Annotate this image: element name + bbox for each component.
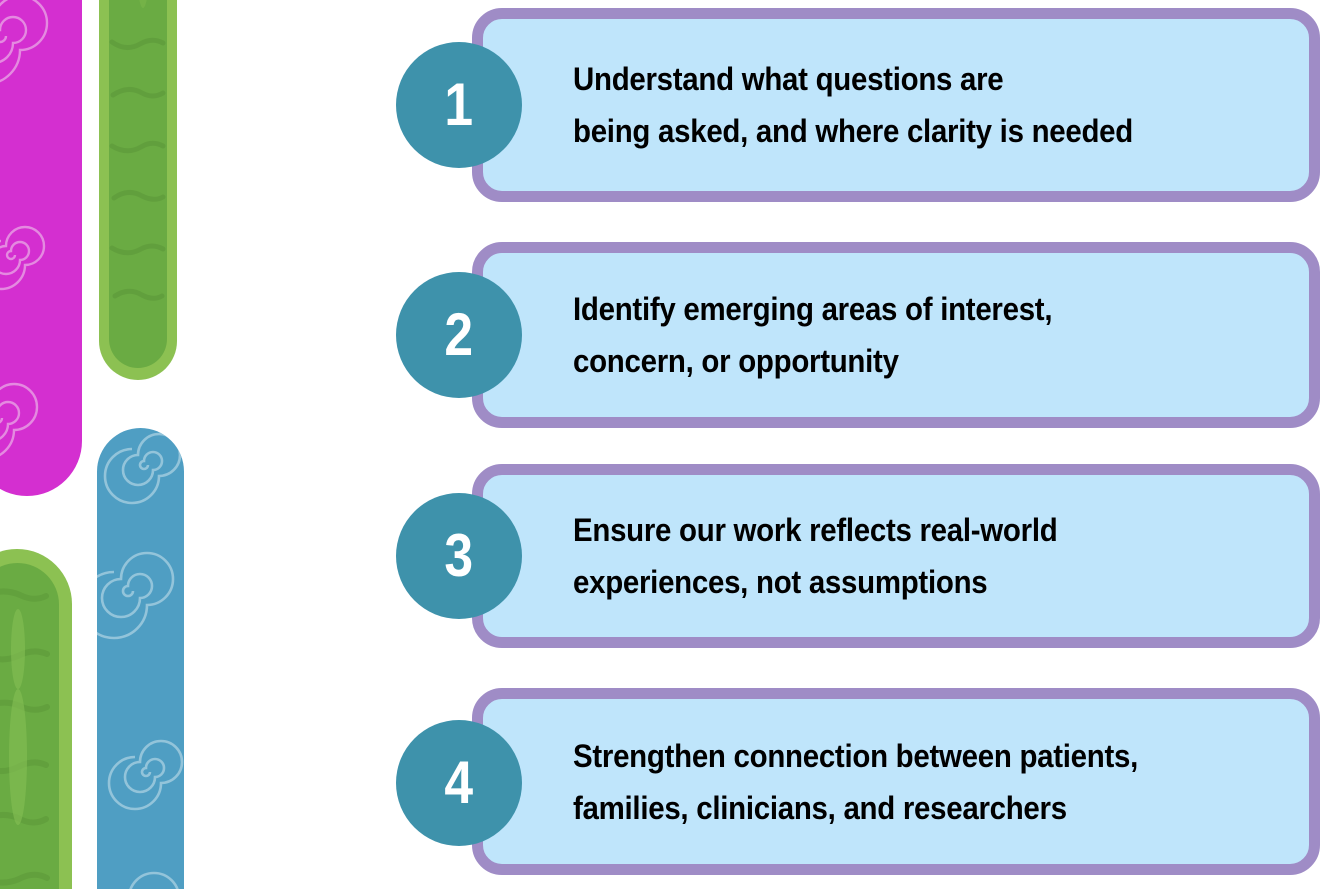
- list-item-number: 3: [444, 522, 474, 589]
- list-item-number: 4: [444, 749, 474, 816]
- list-item-text: Identify emerging areas of interest, con…: [573, 291, 1053, 379]
- list-item-box[interactable]: Ensure our work reflects real-world expe…: [472, 464, 1320, 648]
- list-item-box[interactable]: Identify emerging areas of interest, con…: [472, 242, 1320, 428]
- list-item-text: Understand what questions are being aske…: [573, 61, 1133, 149]
- list-item-number-badge: 3: [396, 493, 522, 619]
- list-item-number-badge: 1: [396, 42, 522, 168]
- list-item-text: Strengthen connection between patients, …: [573, 737, 1139, 826]
- list-item-text: Ensure our work reflects real-world expe…: [573, 512, 1058, 600]
- list-item-number: 1: [444, 71, 474, 138]
- list-item-box[interactable]: Understand what questions are being aske…: [472, 8, 1320, 202]
- list-item-box[interactable]: Strengthen connection between patients, …: [472, 688, 1320, 875]
- list-item-number-badge: 4: [396, 720, 522, 846]
- list-item-number-badge: 2: [396, 272, 522, 398]
- list-item-number: 2: [444, 301, 474, 368]
